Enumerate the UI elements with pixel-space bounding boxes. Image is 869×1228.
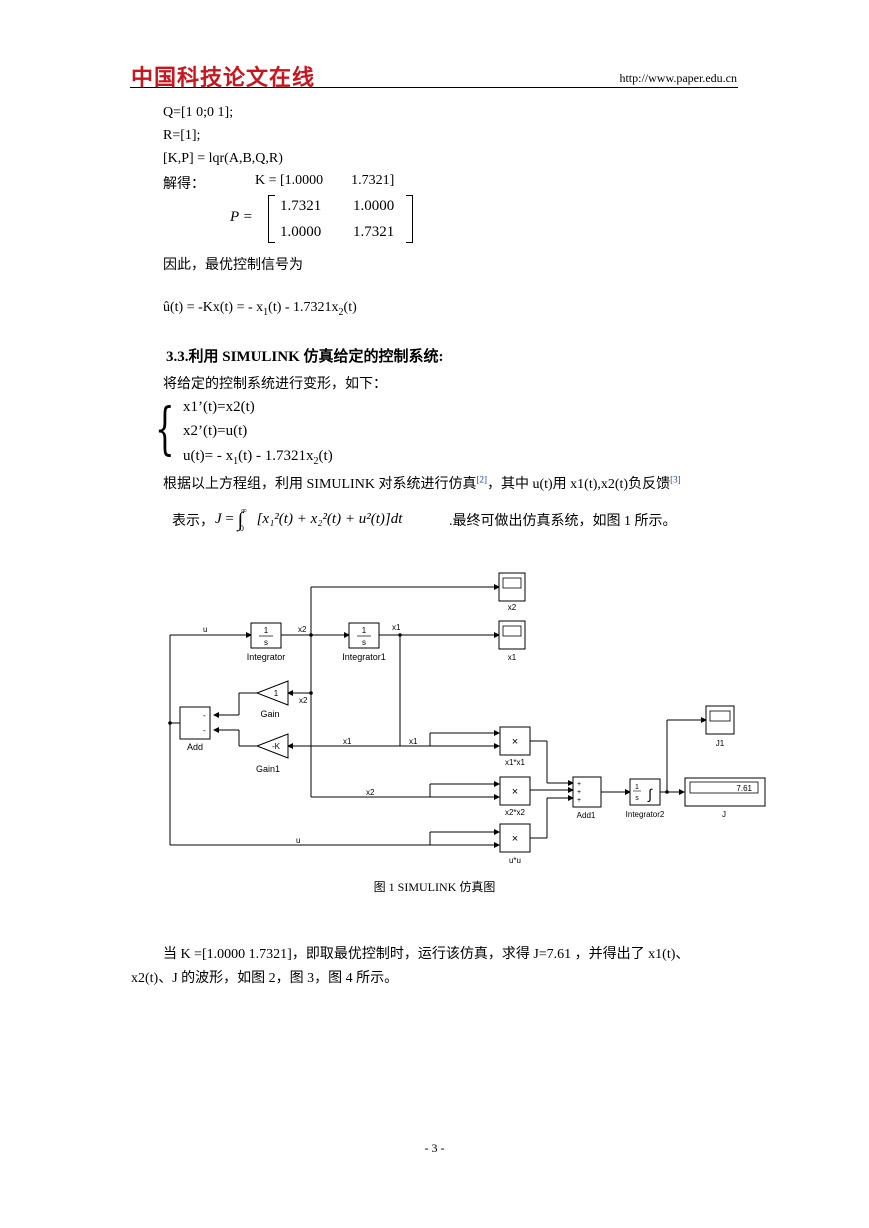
integral-icon: ∫: [647, 786, 653, 802]
integrator2-block[interactable]: [629, 778, 661, 806]
integrator-num: 1: [264, 626, 269, 635]
figure-caption: 图 1 SIMULINK 仿真图: [373, 880, 496, 894]
matrix-right-bracket: [406, 195, 413, 243]
section-title: 3.3.利用 SIMULINK 仿真给定的控制系统:: [166, 349, 444, 365]
product-u-block[interactable]: [499, 823, 531, 853]
code-line-r: R=[1];: [163, 128, 201, 143]
gain1-label: Gain1: [256, 764, 280, 774]
integrator2-label: Integrator2: [626, 810, 665, 819]
left-brace: {: [155, 397, 175, 462]
gain-label: Gain: [260, 709, 279, 719]
integrator1-num: 1: [362, 626, 367, 635]
p-matrix: 1.7321 1.0000 1.0000 1.7321: [268, 193, 413, 245]
add1-sign: +: [577, 797, 581, 804]
add1-block[interactable]: [572, 776, 602, 808]
header-rule: [130, 87, 738, 88]
paragraph-1: 根据以上方程组，利用 SIMULINK 对系统进行仿真[2]，其中 u(t)用 …: [163, 474, 681, 492]
signal-label-x1: x1: [343, 737, 352, 746]
matrix-cell: 1.0000: [280, 224, 322, 240]
display-j-label: J: [722, 810, 726, 819]
add-block[interactable]: [179, 706, 211, 740]
therefore-text: 因此，最优控制信号为: [163, 258, 303, 273]
gain1-value: -K: [272, 742, 281, 751]
scope-x2-label: x2: [508, 603, 517, 612]
add1-label: Add1: [577, 811, 596, 820]
product-sign: ×: [512, 786, 518, 798]
integrator2-den: s: [635, 795, 639, 802]
matrix-cell: 1.7321: [353, 224, 395, 240]
paragraph-2-intro: 表示，: [172, 514, 214, 529]
integrator-den: s: [264, 638, 268, 647]
integrator1-label: Integrator1: [342, 652, 386, 662]
add1-sign: +: [577, 789, 581, 796]
paragraph-3-line-2: x2(t)、J 的波形，如图 2，图 3，图 4 所示。: [131, 971, 399, 986]
simulink-diagram: 1 s Integrator 1 s Integrator1 x2 x1 J1 …: [168, 572, 766, 865]
signal-label-x1: x1: [409, 737, 418, 746]
gain-value: 1: [274, 689, 279, 698]
display-value: 7.61: [736, 784, 752, 793]
paragraph-3-line-1: 当 K =[1.0000 1.7321]，即取最优控制时，运行该仿真，求得 J=…: [163, 947, 690, 962]
add1-sign: +: [577, 781, 581, 788]
equation-1: x1’(t)=x2(t): [183, 399, 255, 415]
integrator-label: Integrator: [247, 652, 286, 662]
scope-x1-label: x1: [508, 653, 517, 662]
code-line-lqr: [K,P] = lqr(A,B,Q,R): [163, 151, 283, 166]
matrix-cell: 1.7321: [280, 198, 322, 214]
product-sign: ×: [512, 833, 518, 845]
gain1-block[interactable]: [255, 733, 289, 759]
signal-label-x2: x2: [299, 696, 308, 705]
header-url[interactable]: http://www.paper.edu.cn: [619, 71, 737, 85]
matrix-left-bracket: [268, 195, 275, 243]
journal-logo: 中国科技论文在线: [131, 66, 316, 91]
add-sign: -: [203, 711, 206, 720]
ref-2[interactable]: [2]: [476, 474, 487, 485]
gain-block[interactable]: [255, 680, 289, 706]
product-x2-block[interactable]: [499, 776, 531, 806]
signal-label-x2: x2: [298, 625, 307, 634]
integrator1-den: s: [362, 638, 366, 647]
signal-label-x2: x2: [366, 788, 375, 797]
product-x2-label: x2*x2: [505, 808, 526, 817]
scope-j1-label: J1: [716, 739, 725, 748]
transform-intro: 将给定的控制系统进行变形，如下：: [163, 377, 387, 392]
page-number: - 3 -: [424, 1141, 445, 1155]
k-value: K = [1.0000 1.7321]: [255, 173, 395, 188]
formula-j: J = ∫∞0 [x₁²(t) + x₂²(t) + u²(t)]dt: [215, 506, 403, 533]
control-equation: û(t) = -Kx(t) = - x1(t) - 1.7321x2(t): [163, 300, 357, 318]
integrator2-num: 1: [635, 784, 639, 791]
matrix-cell: 1.0000: [353, 198, 395, 214]
paragraph-2-rest: .最终可做出仿真系统，如图 1 所示。: [449, 514, 677, 529]
integrator1-block[interactable]: [348, 622, 380, 649]
result-label: 解得：: [163, 177, 205, 192]
p-symbol: P =: [230, 209, 253, 225]
ref-3[interactable]: [3]: [670, 474, 681, 485]
add-sign: -: [203, 726, 206, 735]
code-line-q: Q=[1 0;0 1];: [163, 105, 234, 120]
product-x1-block[interactable]: [499, 726, 531, 756]
product-u-label: u*u: [509, 856, 521, 865]
equation-3: u(t)= - x1(t) - 1.7321x2(t): [183, 448, 333, 467]
equation-2: x2’(t)=u(t): [183, 423, 248, 439]
signal-label-u: u: [203, 625, 207, 634]
product-sign: ×: [512, 736, 518, 748]
signal-label-u: u: [296, 836, 300, 845]
integrator-block[interactable]: [250, 622, 282, 649]
signal-label-x1: x1: [392, 623, 401, 632]
add-label: Add: [187, 742, 203, 752]
product-x1-label: x1*x1: [505, 758, 526, 767]
